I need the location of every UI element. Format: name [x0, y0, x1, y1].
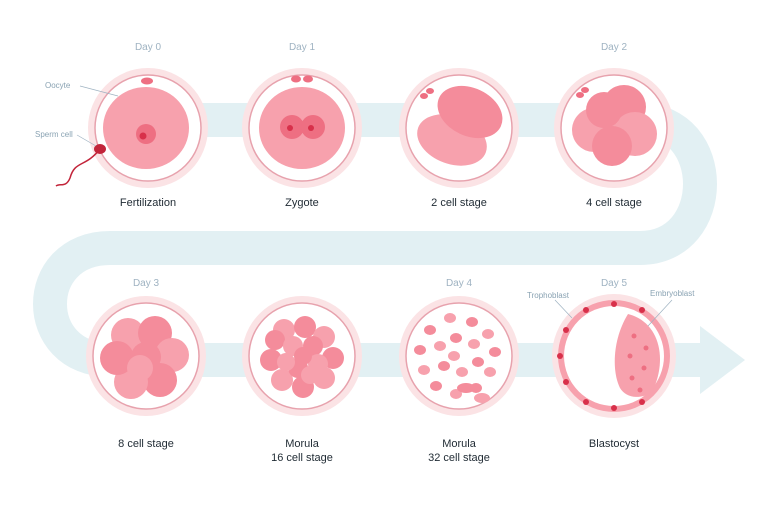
- two-cell-embryo: [399, 68, 519, 188]
- day-3-label: Day 3: [96, 278, 196, 289]
- stage-label-text: Zygote: [237, 196, 367, 210]
- stage-label-4-cell: 4 cell stage: [549, 196, 679, 210]
- stage-label-morula-32: Morula 32 cell stage: [394, 437, 524, 465]
- day-2-label: Day 2: [564, 42, 664, 53]
- stage-label-2-cell: 2 cell stage: [394, 196, 524, 210]
- day-5-label: Day 5: [564, 278, 664, 289]
- stage-label-8-cell: 8 cell stage: [81, 437, 211, 451]
- stage-label-text: Morula: [237, 437, 367, 451]
- stage-label-text: 2 cell stage: [394, 196, 524, 210]
- four-cell-embryo: [554, 68, 674, 188]
- morula-32-cell: [399, 296, 519, 416]
- trophoblast-leader: [555, 300, 572, 318]
- eight-cell-embryo: [86, 296, 206, 416]
- stage-label-text: 8 cell stage: [81, 437, 211, 451]
- fertilization-cell: [88, 68, 208, 188]
- stage-label-fertilization: Fertilization: [83, 196, 213, 210]
- path-arrowhead: [700, 326, 745, 394]
- stage-sublabel-text: 16 cell stage: [237, 451, 367, 465]
- day-4-label: Day 4: [409, 278, 509, 289]
- stage-label-text: Fertilization: [83, 196, 213, 210]
- stage-label-text: 4 cell stage: [549, 196, 679, 210]
- stage-label-blastocyst: Blastocyst: [549, 437, 679, 451]
- embryoblast-callout: Embryoblast: [650, 289, 694, 298]
- stage-label-zygote: Zygote: [237, 196, 367, 210]
- stage-label-text: Blastocyst: [549, 437, 679, 451]
- sperm-cell: [56, 144, 106, 186]
- sperm-cell-callout: Sperm cell: [35, 130, 73, 139]
- trophoblast-callout: Trophoblast: [527, 291, 569, 300]
- stage-label-text: Morula: [394, 437, 524, 451]
- morula-16-cell: [242, 296, 362, 416]
- day-0-label: Day 0: [98, 42, 198, 53]
- stage-label-morula-16: Morula 16 cell stage: [237, 437, 367, 465]
- zygote-cell: [242, 68, 362, 188]
- day-1-label: Day 1: [252, 42, 352, 53]
- blastocyst: [552, 294, 676, 418]
- stage-sublabel-text: 32 cell stage: [394, 451, 524, 465]
- oocyte-callout: Oocyte: [45, 81, 70, 90]
